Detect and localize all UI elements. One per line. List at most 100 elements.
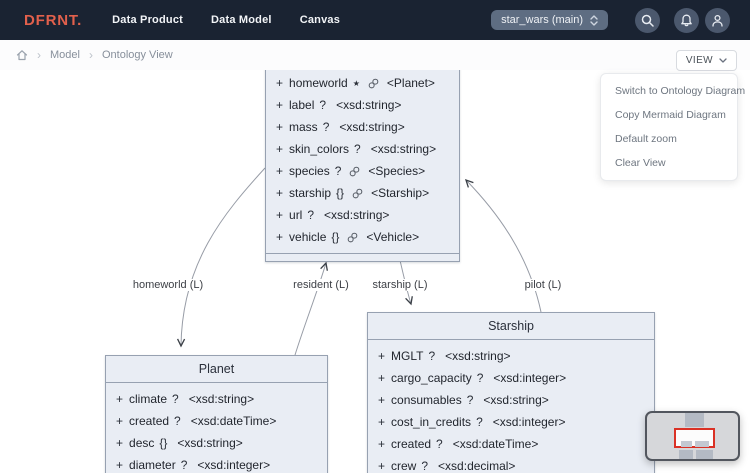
row-type: <Species>	[368, 164, 426, 178]
minimap-node	[685, 413, 704, 427]
link-icon	[368, 78, 379, 88]
link-icon-wrap	[349, 166, 360, 177]
row-cardinality: {}	[331, 230, 340, 244]
row-type: <xsd:dateTime>	[190, 414, 277, 428]
menu-item-copy-mermaid-diagram[interactable]: Copy Mermaid Diagram	[615, 109, 726, 121]
row-type: <xsd:string>	[370, 142, 437, 156]
row-cardinality: ?	[466, 393, 474, 407]
app-logo: DFRNT.	[24, 11, 83, 29]
link-icon-wrap	[352, 188, 363, 199]
class-box-starship[interactable]: Starship +MGLT?<xsd:string>+cargo_capacit…	[367, 312, 655, 473]
search-button[interactable]	[635, 7, 660, 33]
row-name: created	[129, 414, 170, 428]
row-cardinality: {}	[159, 436, 168, 450]
class-box-planet[interactable]: Planet +climate?<xsd:string> + created? <xsd…	[105, 355, 328, 473]
view-button-label: VIEW	[685, 55, 713, 66]
class-row-consumables: +consumables?<xsd:string>	[368, 389, 654, 411]
row-cardinality: ?	[322, 120, 330, 134]
row-name: vehicle	[289, 230, 327, 244]
class-box-character[interactable]: +homeworld★<Planet>+label?<xsd:string>+m…	[265, 66, 460, 262]
row-cardinality: {}	[336, 186, 345, 200]
class-row-created: +created?<xsd:dateTime>	[368, 433, 654, 455]
nav-item-data-model[interactable]: Data Model	[211, 14, 272, 26]
row-cardinality: ?	[180, 458, 188, 472]
row-name: diameter	[129, 458, 176, 472]
row-cardinality: ?	[428, 349, 436, 363]
home-icon[interactable]	[16, 49, 28, 61]
breadcrumb-separator: ›	[88, 48, 93, 62]
minimap-node	[695, 441, 709, 447]
row-cardinality: ?	[334, 164, 342, 178]
class-row-desc: +desc{}<xsd:string>	[106, 432, 327, 454]
row-cardinality: ?	[476, 415, 483, 429]
row-plus: +	[276, 186, 284, 200]
row-plus: +	[116, 436, 124, 450]
class-title-planet: Planet	[106, 356, 327, 383]
row-type: <xsd:decimal>	[438, 459, 516, 473]
row-type: <xsd:string>	[339, 120, 405, 134]
link-icon	[352, 188, 363, 198]
row-plus: +	[378, 415, 386, 429]
notifications-button[interactable]	[674, 7, 699, 33]
row-plus: +	[378, 371, 386, 385]
row-name: consumables	[391, 393, 462, 407]
row-plus: +	[116, 458, 124, 472]
row-type: <Planet>	[386, 76, 435, 90]
class-row-crew: +crew?<xsd:decimal>	[368, 455, 654, 473]
menu-item-clear-view[interactable]: Clear View	[615, 157, 666, 169]
edge-label-pilot: pilot (L)	[521, 279, 565, 291]
account-button[interactable]	[705, 7, 730, 33]
link-icon-wrap	[368, 78, 379, 89]
row-plus: +	[378, 393, 386, 407]
minimap-node	[681, 441, 692, 447]
edge-homeworld	[177, 167, 266, 348]
row-name: species	[289, 164, 330, 178]
row-plus: +	[276, 76, 284, 90]
minimap[interactable]	[645, 411, 740, 461]
row-plus: +	[378, 437, 386, 451]
row-name: cost_in_credits	[391, 415, 472, 429]
nav-item-canvas[interactable]: Canvas	[299, 14, 341, 26]
row-name: climate	[129, 392, 168, 406]
row-type: <Vehicle>	[366, 230, 420, 244]
menu-item-default-zoom[interactable]: Default zoom	[615, 133, 677, 145]
updown-chevron-icon	[590, 14, 598, 26]
row-type: <xsd:string>	[324, 208, 390, 222]
class-footer	[266, 253, 459, 261]
row-name: mass	[289, 120, 318, 134]
view-button[interactable]: VIEW	[675, 50, 737, 71]
class-row-mglt: +MGLT?<xsd:string>	[368, 345, 654, 367]
edge-label-homeworld: homeworld (L)	[129, 279, 207, 291]
row-name: starship	[289, 186, 332, 200]
row-plus: +	[276, 230, 284, 244]
chevron-down-icon	[719, 58, 727, 63]
class-row-climate: +climate?<xsd:string>	[106, 388, 327, 410]
row-plus: +	[378, 459, 386, 473]
class-title-starship: Starship	[368, 313, 654, 340]
link-icon	[348, 232, 358, 242]
nav-item-data-product[interactable]: Data Product	[112, 14, 183, 26]
menu-item-switch-to-ontology-diagram[interactable]: Switch to Ontology Diagram	[615, 85, 746, 97]
row-plus: +	[276, 164, 284, 178]
row-cardinality: ?	[319, 98, 327, 112]
class-row-cargo_capacity: +cargo_capacity?<xsd:integer>	[368, 367, 654, 389]
row-cardinality: ★	[352, 78, 360, 88]
workspace-label: star_wars (main)	[501, 14, 583, 26]
row-type: <xsd:integer>	[197, 458, 271, 472]
minimap-viewport[interactable]	[674, 428, 715, 448]
row-plus: +	[116, 414, 124, 428]
class-row-diameter: + diameter? <xsd:integer>	[106, 454, 327, 473]
row-name: skin_colors	[289, 142, 350, 156]
class-row-label: +label?<xsd:string>	[266, 94, 459, 116]
class-row-starship: +starship{}<Starship>	[266, 182, 459, 204]
class-row-species: + species? <Species>	[266, 160, 459, 182]
class-rows: +homeworld★<Planet>+label?<xsd:string>+m…	[266, 67, 459, 253]
row-type: <xsd:integer>	[492, 415, 566, 429]
row-plus: +	[276, 98, 284, 112]
edge-label-resident: resident (L)	[290, 279, 352, 291]
workspace-selector[interactable]: star_wars (main)	[491, 10, 608, 30]
breadcrumb-item-model[interactable]: Model	[50, 49, 80, 61]
breadcrumb-item-ontology-view[interactable]: Ontology View	[101, 49, 173, 61]
edge-pilot	[464, 178, 542, 313]
